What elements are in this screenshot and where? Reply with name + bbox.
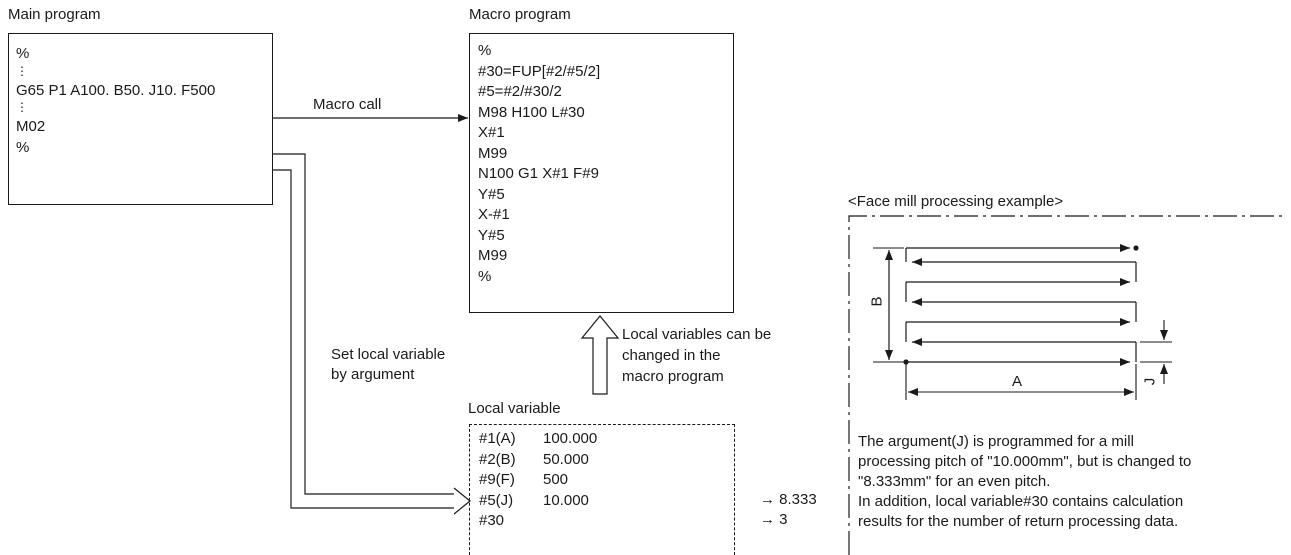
macro-line-1: %: [478, 42, 492, 59]
description-line-1: The argument(J) is programmed for a mill: [858, 433, 1134, 450]
set-local-variable-label-1: Set local variable: [331, 346, 446, 363]
label-a: A: [1012, 373, 1023, 390]
set-local-variable-arrow: [273, 153, 471, 515]
local-var-name: #1(A): [479, 430, 516, 447]
changed-value-30: → 3: [760, 511, 788, 528]
macro-call-label: Macro call: [313, 96, 382, 113]
local-var-row: #2(B) 50.000: [479, 450, 734, 471]
end-point: [1133, 245, 1139, 251]
local-var-row: #30: [479, 511, 734, 532]
main-program-box: % ⋮ G65 P1 A100. B50. J10. F500 ⋮ M02 %: [8, 33, 273, 205]
dimension-j: [1140, 320, 1172, 384]
main-line-1: %: [16, 45, 30, 62]
face-mill-frame: [848, 215, 1284, 555]
face-mill-toolpath: [905, 244, 1137, 366]
local-var-row: #5(J) 10.000: [479, 491, 734, 512]
macro-line-4: M98 H100 L#30: [478, 103, 585, 121]
local-var-row: #9(F) 500: [479, 470, 734, 491]
main-line-6: %: [16, 138, 30, 156]
local-variable-title: Local variable: [468, 400, 561, 417]
macro-line-3: #5=#2/#30/2: [478, 83, 562, 100]
local-var-name: #2(B): [479, 450, 516, 468]
local-var-name: #9(F): [479, 471, 515, 488]
local-var-value: 100.000: [543, 430, 598, 447]
local-var-value: 500: [543, 471, 569, 488]
macro-program-title: Macro program: [469, 6, 571, 23]
macro-line-6: M99: [478, 144, 508, 162]
main-line-2: ⋮: [16, 63, 28, 78]
local-variable-box: #1(A) 100.000 #2(B) 50.000 #9(F) 500 #5(J) 1…: [469, 424, 735, 555]
main-program-title: Main program: [8, 6, 101, 23]
main-line-4: ⋮: [16, 100, 28, 114]
macro-line-9: X-#1: [478, 206, 510, 223]
description-line-3: "8.333mm" for an even pitch.: [858, 473, 1051, 490]
main-line-5: M02: [16, 118, 46, 135]
dimension-b: [873, 247, 904, 363]
dimension-a: [905, 364, 1137, 400]
macro-line-11: M99: [478, 247, 508, 264]
local-var-value: 50.000: [543, 450, 589, 468]
description-line-4: In addition, local variable#30 contains …: [858, 493, 1184, 510]
changed-value-j: → 8.333: [760, 491, 817, 508]
macro-line-7: N100 G1 X#1 F#9: [478, 165, 599, 182]
local-change-up-arrow: [580, 315, 620, 395]
local-change-note-3: macro program: [622, 368, 724, 385]
local-change-note-1: Local variables can be: [622, 326, 772, 343]
macro-line-12: %: [478, 267, 492, 285]
face-mill-title: <Face mill processing example>: [848, 193, 1064, 210]
local-var-value: 10.000: [543, 491, 589, 509]
local-var-name: #30: [479, 512, 505, 529]
local-var-row: #1(A) 100.000: [479, 429, 734, 450]
local-change-note-2: changed in the: [622, 347, 721, 364]
main-line-3: G65 P1 A100. B50. J10. F500: [16, 81, 216, 99]
set-local-variable-label-2: by argument: [331, 366, 415, 383]
macro-line-10: Y#5: [478, 226, 505, 244]
start-point: [903, 359, 909, 365]
macro-line-5: X#1: [478, 124, 505, 141]
local-var-name: #5(J): [479, 491, 514, 509]
description-line-2: processing pitch of "10.000mm", but is c…: [858, 453, 1192, 470]
description-line-5: results for the number of return process…: [858, 513, 1179, 530]
macro-line-2: #30=FUP[#2/#5/2]: [478, 62, 601, 80]
macro-program-box: % #30=FUP[#2/#5/2] #5=#2/#30/2 M98 H100 …: [469, 33, 734, 313]
macro-line-8: Y#5: [478, 185, 505, 203]
